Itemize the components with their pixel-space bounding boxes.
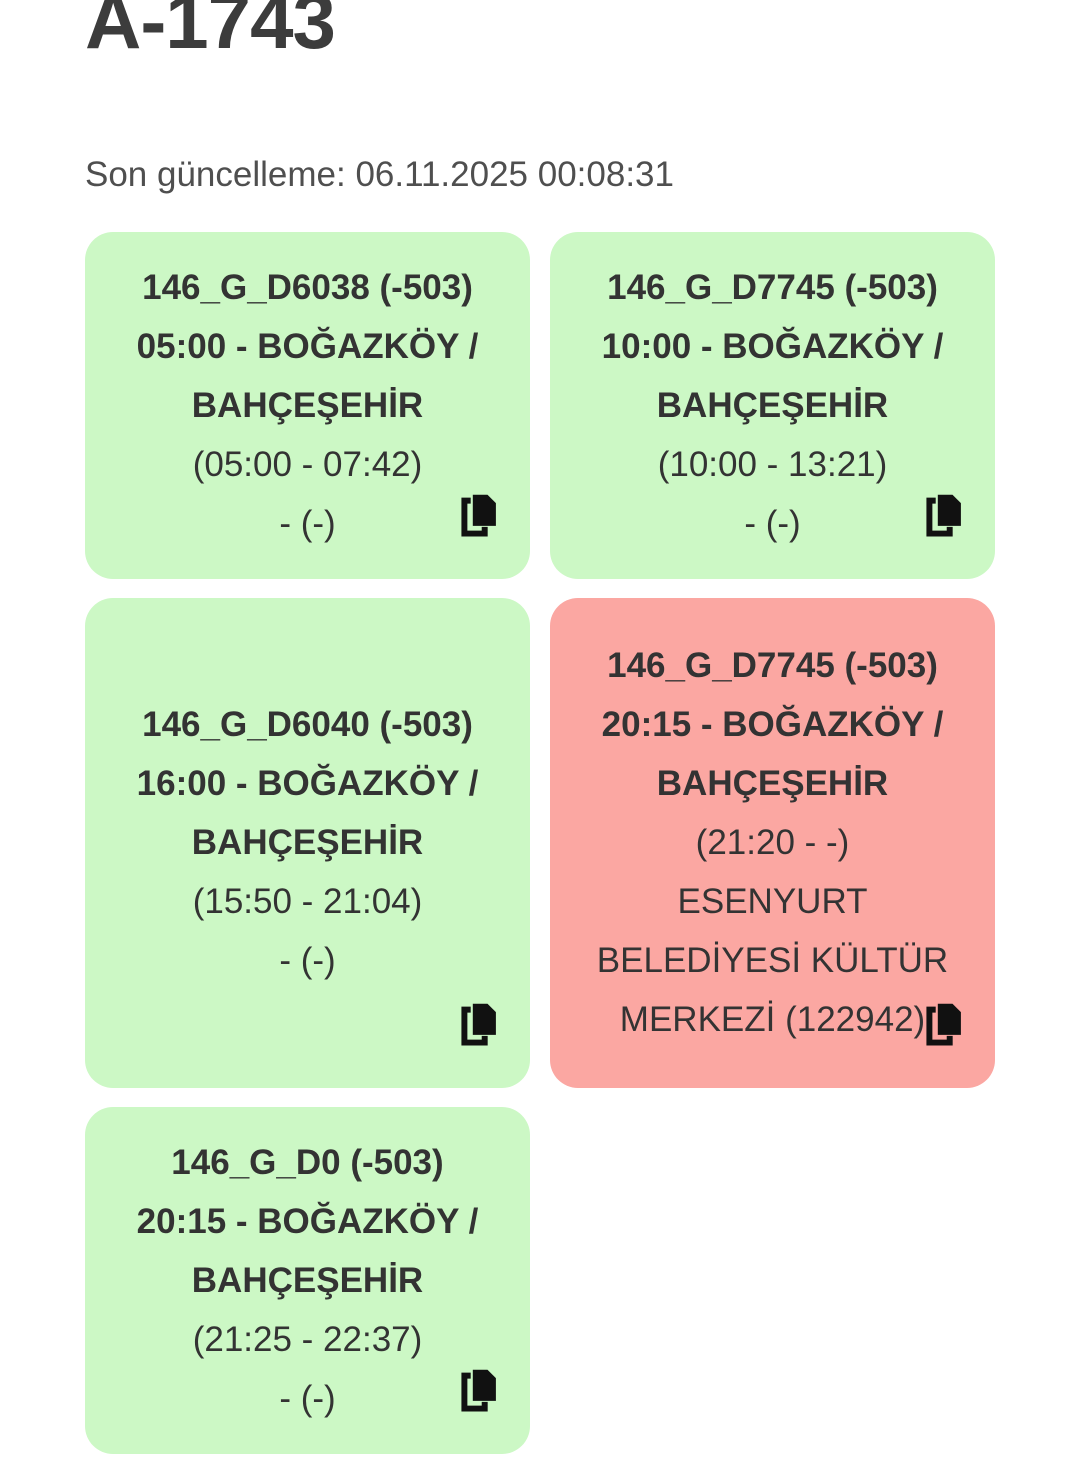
trip-card[interactable]: 146_G_D7745 (-503) 10:00 - BOĞAZKÖY / BA… xyxy=(550,231,995,579)
trip-route-line: BAHÇEŞEHİR xyxy=(191,385,424,425)
trip-time-range: (05:00 - 07:42) xyxy=(192,444,423,484)
trip-location-line: BELEDİYESİ KÜLTÜR xyxy=(596,941,949,980)
trip-time-range: (10:00 - 13:21) xyxy=(657,444,888,484)
copy-pages-icon xyxy=(926,1003,961,1046)
copy-pages-icon xyxy=(461,1003,496,1046)
trip-route-line: 05:00 - BOĞAZKÖY / xyxy=(136,326,479,366)
trip-status: - (-) xyxy=(744,503,801,543)
copy-pages-icon xyxy=(461,494,496,537)
copy-button[interactable] xyxy=(921,1000,963,1048)
trip-route-line: 10:00 - BOĞAZKÖY / xyxy=(601,326,944,366)
trip-route-line: BAHÇEŞEHİR xyxy=(191,823,424,862)
trip-route-line: BAHÇEŞEHİR xyxy=(191,1260,424,1300)
trip-status: - (-) xyxy=(279,941,336,980)
copy-pages-icon xyxy=(461,1369,496,1412)
trip-id: 146_G_D6040 (-503) xyxy=(142,705,473,744)
trip-route-line: BAHÇEŞEHİR xyxy=(656,764,889,803)
trip-status: - (-) xyxy=(279,1378,336,1418)
trip-location-line: MERKEZİ (122942) xyxy=(619,1000,926,1039)
trip-card[interactable]: 146_G_D0 (-503) 20:15 - BOĞAZKÖY / BAHÇE… xyxy=(85,1106,530,1454)
trip-card[interactable]: 146_G_D6038 (-503) 05:00 - BOĞAZKÖY / BA… xyxy=(85,231,530,579)
copy-button[interactable] xyxy=(456,1366,498,1414)
copy-button[interactable] xyxy=(456,1000,498,1048)
last-update-text: Son güncelleme: 06.11.2025 00:08:31 xyxy=(85,155,674,194)
trip-cards-grid: 146_G_D6038 (-503) 05:00 - BOĞAZKÖY / BA… xyxy=(85,231,995,1454)
trip-route-line: 20:15 - BOĞAZKÖY / xyxy=(136,1201,479,1241)
trip-time-range: (21:20 - -) xyxy=(695,823,850,862)
copy-button[interactable] xyxy=(456,491,498,539)
trip-route-line: 20:15 - BOĞAZKÖY / xyxy=(601,705,944,744)
trip-time-range: (15:50 - 21:04) xyxy=(192,882,423,921)
page-title: A-1743 xyxy=(85,0,336,65)
trip-id: 146_G_D6038 (-503) xyxy=(142,267,473,307)
trip-id: 146_G_D0 (-503) xyxy=(171,1142,444,1182)
trip-id: 146_G_D7745 (-503) xyxy=(607,646,938,685)
trip-location-line: ESENYURT xyxy=(677,882,868,921)
trip-status: - (-) xyxy=(279,503,336,543)
trip-time-range: (21:25 - 22:37) xyxy=(192,1319,423,1359)
trip-route-line: 16:00 - BOĞAZKÖY / xyxy=(136,764,479,803)
copy-pages-icon xyxy=(926,494,961,537)
trip-route-line: BAHÇEŞEHİR xyxy=(656,385,889,425)
trip-card[interactable]: 146_G_D7745 (-503) 20:15 - BOĞAZKÖY / BA… xyxy=(550,597,995,1088)
trip-id: 146_G_D7745 (-503) xyxy=(607,267,938,307)
trip-card[interactable]: 146_G_D6040 (-503) 16:00 - BOĞAZKÖY / BA… xyxy=(85,597,530,1088)
copy-button[interactable] xyxy=(921,491,963,539)
